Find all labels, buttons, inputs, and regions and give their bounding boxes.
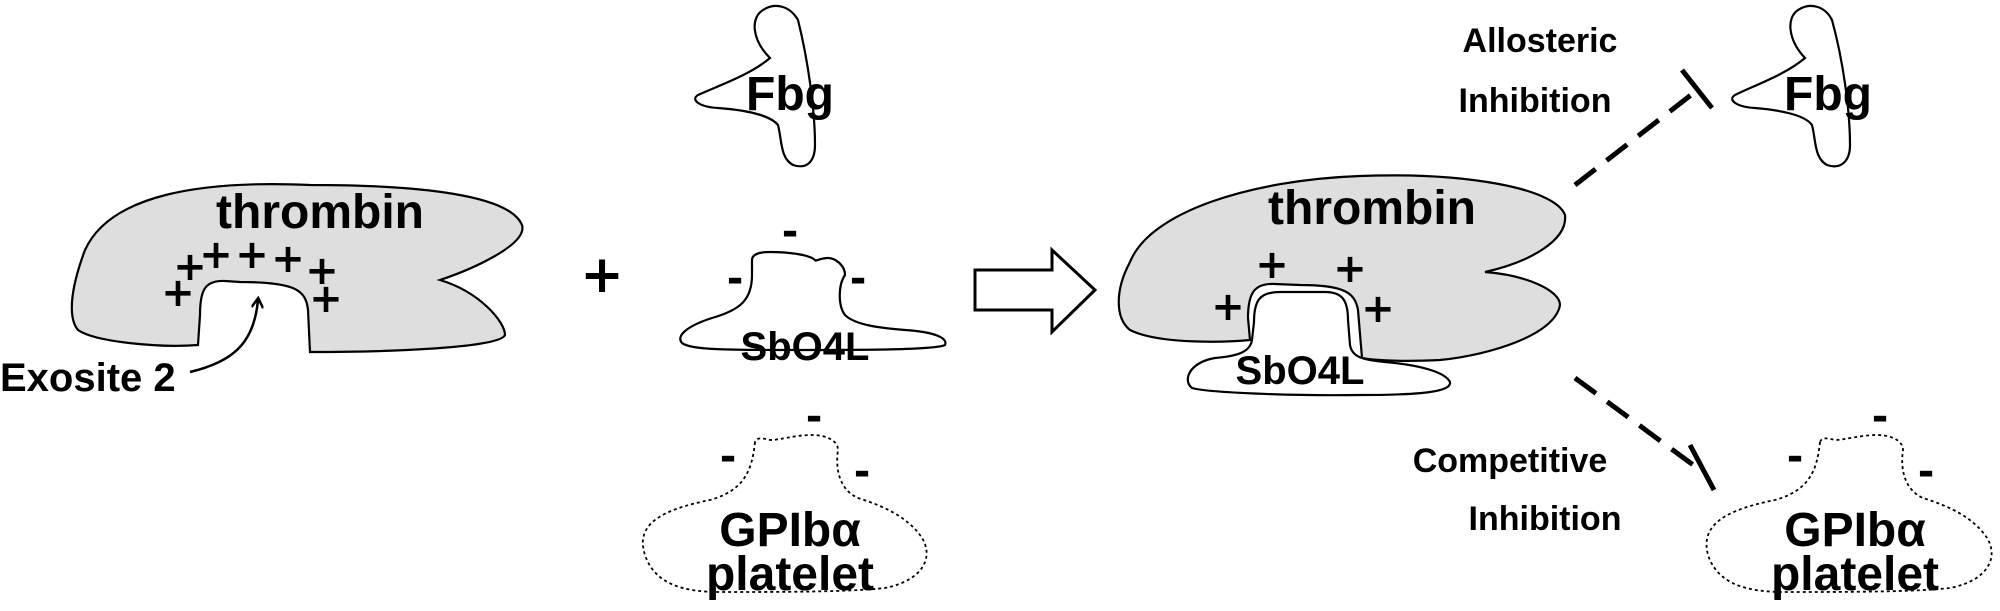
fbg-label: Fbg (746, 68, 834, 121)
allosteric-inhibition-bar (1680, 68, 1714, 110)
plus-sign: + (173, 244, 207, 290)
plus-sign: + (1361, 286, 1395, 332)
sbo4l-label: SbO4L (741, 325, 870, 369)
fbg-shape (694, 4, 817, 168)
plus-sign: + (305, 248, 339, 294)
gpib-label: GPIbα (719, 504, 861, 557)
competitive-inhibition-line (1573, 375, 1702, 473)
plus-sign: + (199, 232, 233, 278)
minus-sign: - (806, 394, 823, 440)
minus-sign: - (782, 209, 799, 255)
minus-sign: - (720, 434, 737, 480)
right-complex-group: thrombin SbO4L + + + + (1117, 174, 1567, 397)
right-fbg-group: Fbg (1731, 4, 1872, 168)
gpib-shape (1705, 434, 1993, 593)
middle-fbg-group: Fbg (694, 4, 834, 168)
minus-sign: - (1787, 434, 1804, 480)
plus-operator: + (580, 245, 624, 305)
minus-sign: - (1918, 449, 1935, 495)
positive-charges: + + + + + + + (161, 232, 343, 322)
gpib-shape (642, 434, 928, 593)
allosteric-label: Allosteric (1463, 22, 1618, 60)
sbo4l-shape (679, 250, 947, 352)
thrombin-shape (70, 182, 524, 354)
fbg-label: Fbg (1784, 68, 1872, 121)
middle-sbo4l-group: - - - SbO4L (679, 209, 947, 369)
plus-sign: + (1211, 284, 1245, 330)
plus-sign: + (1333, 246, 1367, 292)
allosteric-inhibition-line (1573, 86, 1702, 187)
minus-sign: - (850, 256, 867, 302)
sbo4l-bound-shape (1186, 290, 1452, 397)
sbo4l-label: SbO4L (1236, 349, 1365, 393)
right-gpib-group: - - - GPIbα platelet (1705, 394, 1993, 601)
competitive-inhibition-bar (1687, 443, 1717, 492)
thrombin-shape (1117, 174, 1567, 362)
fbg-shape (1731, 4, 1852, 168)
gpib-label: GPIbα (1784, 504, 1926, 557)
minus-sign: - (854, 449, 871, 495)
minus-sign: - (1872, 394, 1889, 440)
exosite-arrow (189, 300, 258, 374)
plus-sign: + (1255, 242, 1289, 288)
left-thrombin-group: thrombin + + + + + + + Exosite 2 (0, 182, 524, 400)
platelet-label: platelet (706, 548, 874, 601)
allosteric-inhibition-label: Inhibition (1459, 82, 1612, 120)
plus-sign: + (309, 276, 343, 322)
middle-gpib-group: - - - GPIbα platelet (642, 394, 928, 601)
reaction-arrow (973, 246, 1098, 336)
thrombin-label: thrombin (1268, 182, 1476, 235)
competitive-label: Competitive (1413, 442, 1608, 480)
plus-sign: + (235, 232, 269, 278)
exosite-label: Exosite 2 (0, 356, 176, 400)
competitive-inhibition-label: Inhibition (1469, 500, 1622, 538)
plus-sign: + (271, 236, 305, 282)
minus-sign: - (727, 256, 744, 302)
platelet-label: platelet (1771, 548, 1939, 601)
thrombin-label: thrombin (216, 186, 424, 239)
plus-sign: + (161, 270, 195, 316)
